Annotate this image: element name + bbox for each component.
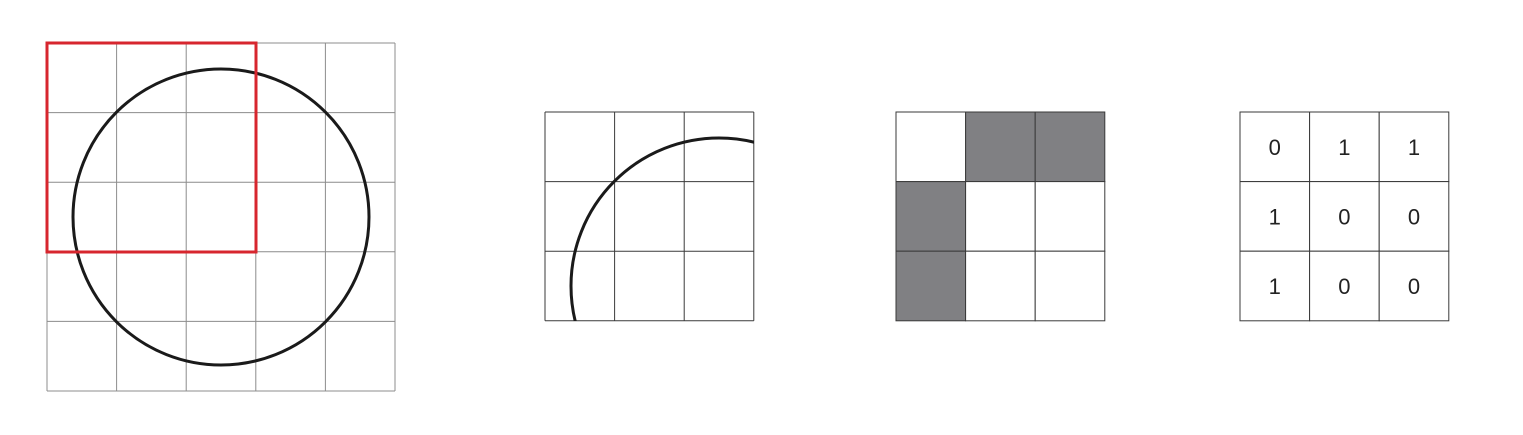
matrix-cell-value: 1 <box>1269 274 1281 299</box>
filled-cell <box>895 181 967 252</box>
matrix-cell-value: 1 <box>1408 135 1420 160</box>
zoomed-grid-lines <box>544 111 755 322</box>
filled-cell <box>895 250 967 322</box>
circle-shape <box>71 67 371 367</box>
matrix-cell-value: 0 <box>1338 274 1350 299</box>
empty-cell <box>965 181 1036 252</box>
filled-cells-grid <box>895 111 1106 322</box>
binary-matrix-grid: 0 1 1 1 0 0 1 0 0 <box>1239 111 1450 322</box>
filled-cells-panel <box>895 111 1106 322</box>
empty-cell <box>1034 250 1106 322</box>
matrix-cell-value: 0 <box>1269 135 1281 160</box>
matrix-cell-value: 0 <box>1408 274 1420 299</box>
empty-cell <box>895 111 967 183</box>
filled-cell <box>965 111 1036 183</box>
zoomed-window-panel <box>544 111 755 322</box>
matrix-cell <box>1239 111 1311 183</box>
matrix-cell-value: 0 <box>1408 204 1420 229</box>
filled-cell <box>1034 111 1106 183</box>
empty-cell <box>965 250 1036 322</box>
matrix-cell <box>1309 111 1380 183</box>
arc-shape <box>569 136 754 321</box>
matrix-cell-value: 0 <box>1338 204 1350 229</box>
matrix-cell <box>1378 111 1450 183</box>
full-grid-panel <box>45 41 396 392</box>
full-grid-lines <box>46 42 396 392</box>
matrix-cell <box>1378 250 1450 322</box>
matrix-cell-value: 1 <box>1269 204 1281 229</box>
binary-matrix-panel: 0 1 1 1 0 0 1 0 0 <box>1239 111 1450 322</box>
empty-cell <box>1034 181 1106 252</box>
matrix-cell-value: 1 <box>1338 135 1350 160</box>
matrix-cell <box>1309 250 1380 322</box>
highlight-window <box>45 41 258 254</box>
